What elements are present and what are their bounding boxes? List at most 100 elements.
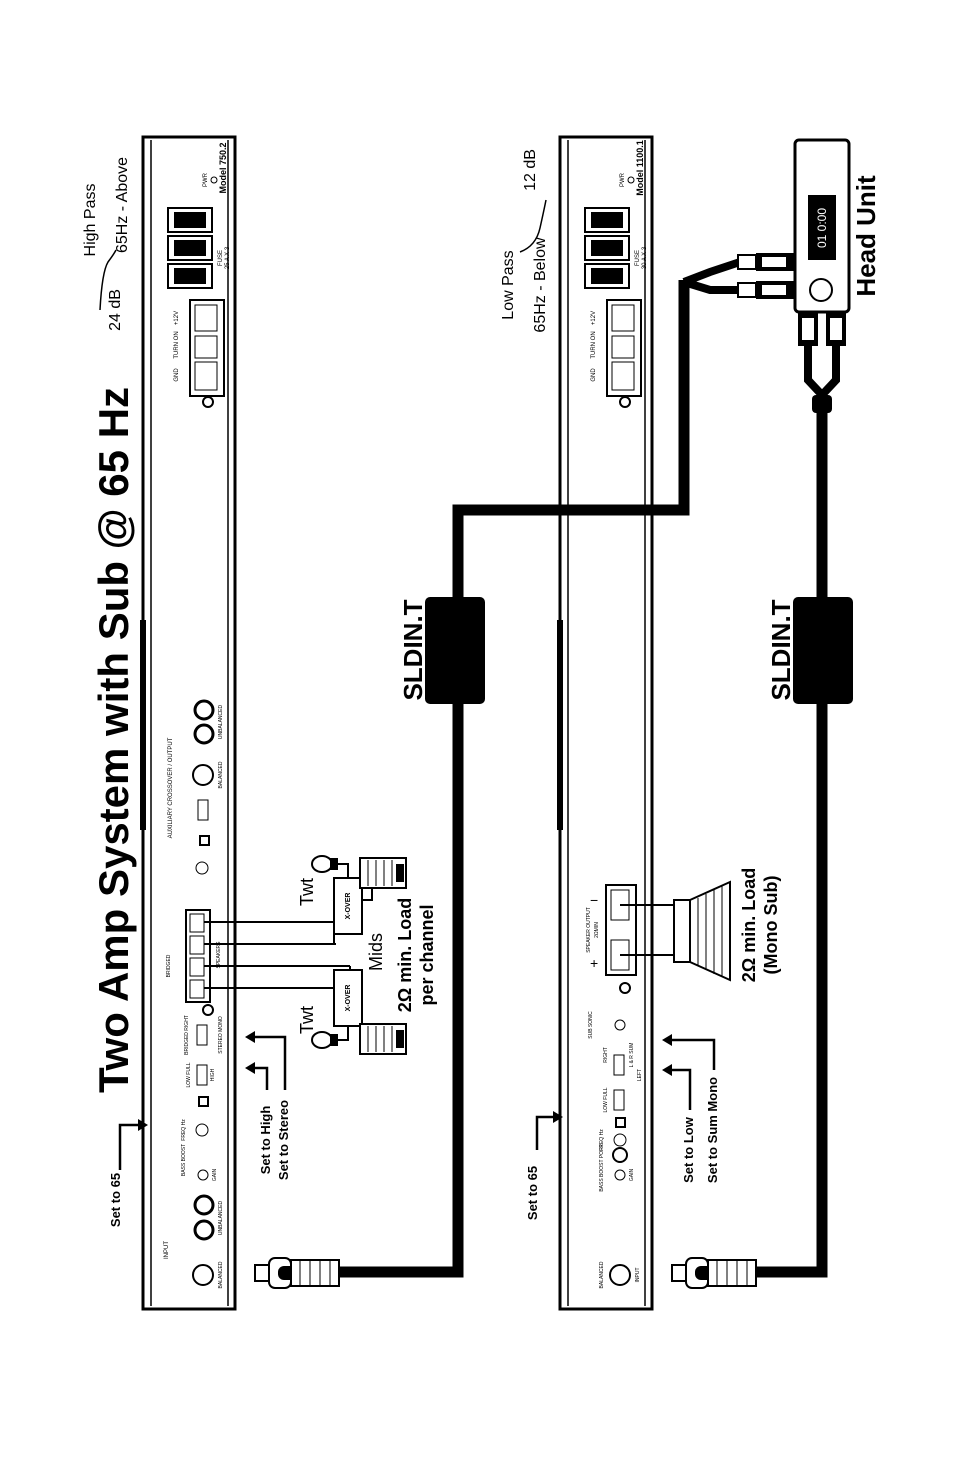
- speaker-terminal: [185, 909, 211, 1003]
- low-pass-db: 12 dB: [522, 149, 539, 191]
- bridged-right-label: BRIDGED RIGHT: [184, 1015, 190, 1055]
- aux-rca-left: [193, 723, 215, 745]
- set-to-sum-mono: Set to Sum Mono: [705, 1077, 720, 1183]
- xover-bottom-label: X-OVER: [345, 985, 352, 1012]
- head-unit: 01 0:00 Head Unit: [793, 138, 881, 314]
- 12v-label: +12V: [174, 311, 180, 325]
- gain-knob: [614, 1169, 626, 1181]
- balanced-label: BALANCED: [218, 1261, 224, 1288]
- aux-balanced-label: BALANCED: [218, 761, 224, 788]
- low-full-label: LOW FULL: [186, 1062, 192, 1087]
- switch-square: [615, 1117, 626, 1128]
- xover-top-label: X-OVER: [345, 893, 352, 920]
- model-label: Model 1100.1: [635, 140, 645, 196]
- power-terminal: [189, 299, 225, 397]
- aux-low-full-switch: [197, 799, 209, 821]
- aux-freq-knob: [195, 861, 209, 875]
- plus-sign: +: [590, 955, 598, 971]
- aux-output-label: AUXILIARY CROSSOVER / OUTPUT: [168, 737, 174, 838]
- fuse-value: 25 A X 3: [225, 246, 231, 269]
- load-stereo-line1: 2Ω min. Load: [395, 898, 415, 1012]
- volume-knob-icon: [809, 278, 833, 302]
- freq-knob: [195, 1123, 209, 1137]
- input-rca-right: [193, 1194, 215, 1216]
- rca-y-cable-top: [682, 253, 794, 299]
- turn-on-label: TURN ON: [174, 331, 180, 358]
- high-pass-curve: 24 dB High Pass 65Hz - Above: [82, 157, 131, 331]
- unbalanced-label: UNBALANCED: [218, 1201, 224, 1236]
- switch-square: [198, 1096, 209, 1107]
- tweeter-icon: [311, 855, 333, 873]
- lr-sum-label: L & R SUM: [629, 1043, 635, 1068]
- power-led: [210, 176, 218, 184]
- aux-switch-square: [199, 835, 210, 846]
- mid-speaker-icon: [359, 1023, 407, 1055]
- right-label: RIGHT: [603, 1047, 609, 1063]
- speaker-output-terminal: [605, 884, 637, 976]
- amplifier-1100-1: FUSE 30 A X 3 PWR Model 1100.1 GND TURN …: [557, 135, 654, 1311]
- sub-sonic-label: SUB SONIC: [588, 1011, 594, 1039]
- screw-icon: [202, 396, 214, 408]
- input-label: INPUT: [164, 1241, 170, 1259]
- sub-sonic-knob: [614, 1019, 626, 1031]
- sldin-cable-bottom: SLDIN.T: [740, 410, 853, 1278]
- fuse-block: [584, 207, 630, 289]
- high-label: HIGH: [210, 1068, 216, 1081]
- freq-label: FREQ Hz: [599, 1129, 605, 1151]
- aux-unbalanced-label: UNBALANCED: [218, 705, 224, 740]
- setting-arrows-top: Set to 65 Set to High Set to Stereo: [108, 1031, 291, 1227]
- freq-label: FREQ Hz: [181, 1119, 187, 1141]
- fuse-label: FUSE: [635, 250, 641, 266]
- high-pass-range: 65Hz - Above: [114, 157, 131, 253]
- bass-boost-port-jack: [612, 1147, 628, 1163]
- mid-speaker-icon: [359, 857, 407, 889]
- fuse-block: [167, 207, 213, 289]
- gain-knob: [197, 1169, 209, 1181]
- sum-switch: [613, 1054, 625, 1076]
- set-to-low: Set to Low: [681, 1116, 696, 1183]
- set-to-65-top: Set to 65: [108, 1173, 123, 1227]
- speaker-wiring-stereo: X-OVER X-OVER: [204, 855, 437, 1055]
- subwoofer-icon: [673, 880, 731, 982]
- balanced-label: BALANCED: [599, 1261, 605, 1288]
- set-to-high: Set to High: [258, 1106, 273, 1175]
- load-mono-line2: (Mono Sub): [761, 876, 781, 975]
- input-rca-left: [193, 1219, 215, 1241]
- low-full-label: LOW FULL: [603, 1087, 609, 1112]
- freq-knob: [613, 1133, 627, 1147]
- amplifier-750-2: FUSE 25 A X 3 PWR Model 750.2 GND TURN O…: [140, 135, 237, 1311]
- screw-icon: [619, 396, 631, 408]
- gnd-label: GND: [174, 368, 180, 382]
- sldin-label-bottom: SLDIN.T: [766, 599, 796, 700]
- sldin-label-top: SLDIN.T: [398, 599, 428, 700]
- aux-balanced-jack: [192, 764, 214, 786]
- setting-arrows-bottom: Set to 65 Set to Low Set to Sum Mono: [525, 1034, 720, 1220]
- model-label: Model 750.2: [218, 142, 228, 193]
- screw-icon: [619, 982, 631, 994]
- bridged-right-switch: [196, 1024, 208, 1046]
- bass-boost-label: BASS BOOST PORT: [599, 1144, 605, 1191]
- pwr-label: PWR: [203, 172, 209, 187]
- input-label: INPUT: [635, 1268, 641, 1283]
- minus-sign: −: [590, 892, 598, 908]
- speaker-wiring-mono: 2Ω min. Load (Mono Sub): [620, 868, 781, 982]
- low-full-high-switch: [196, 1064, 208, 1086]
- turn-on-label: TURN ON: [591, 331, 597, 358]
- 12v-label: +12V: [591, 311, 597, 325]
- fuse-value: 30 A X 3: [642, 246, 648, 269]
- sldin-cable-top: SLDIN.T: [330, 280, 690, 1278]
- low-full-switch: [613, 1089, 625, 1111]
- head-unit-label: Head Unit: [851, 175, 881, 297]
- high-pass-label: High Pass: [82, 184, 99, 257]
- din-connector-top: [254, 1257, 340, 1289]
- twt-label-bottom: Twt: [297, 1006, 317, 1034]
- gain-label: GAIN: [212, 1169, 218, 1182]
- balanced-input-jack: [192, 1264, 214, 1286]
- set-to-stereo: Set to Stereo: [276, 1100, 291, 1180]
- left-label: LEFT: [637, 1069, 643, 1081]
- speakers-label: SPEAKERS: [216, 941, 222, 969]
- stereo-mono-label: STEREO MONO: [218, 1016, 224, 1054]
- speaker-output-label: SPEAKER OUTPUT: [586, 907, 592, 953]
- rca-y-cable-bottom: [798, 312, 846, 413]
